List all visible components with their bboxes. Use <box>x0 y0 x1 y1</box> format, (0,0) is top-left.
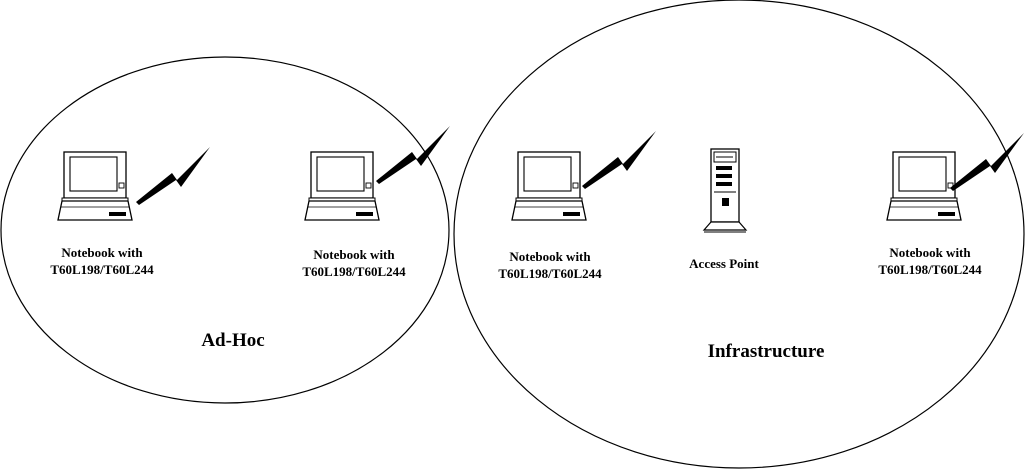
access-point-label: Access Point <box>689 256 759 271</box>
notebook-label-line2: T60L198/T60L244 <box>498 266 602 281</box>
wireless-signal-icon <box>136 147 210 205</box>
notebook-label-line2: T60L198/T60L244 <box>50 262 154 277</box>
ad-hoc-notebook-left: Notebook with T60L198/T60L244 <box>50 147 210 277</box>
ad-hoc-boundary <box>0 56 450 404</box>
notebook-label-line2: T60L198/T60L244 <box>878 262 982 277</box>
notebook-icon <box>304 151 380 221</box>
notebook-icon <box>57 151 133 221</box>
infrastructure-title: Infrastructure <box>708 341 825 362</box>
notebook-icon <box>886 151 962 221</box>
wireless-signal-icon <box>582 131 656 189</box>
notebook-label-line1: Notebook with <box>61 245 143 260</box>
wireless-signal-icon <box>376 126 450 184</box>
infrastructure-group: Notebook with T60L198/T60L244 Access Poi… <box>453 0 1025 469</box>
notebook-icon <box>511 151 587 221</box>
infrastructure-boundary <box>453 0 1025 469</box>
access-point-server-icon <box>702 148 748 233</box>
ad-hoc-notebook-right: Notebook with T60L198/T60L244 <box>302 126 450 279</box>
access-point: Access Point <box>689 148 760 271</box>
notebook-label-line1: Notebook with <box>889 245 971 260</box>
infrastructure-notebook-left: Notebook with T60L198/T60L244 <box>498 131 656 281</box>
wireless-signal-icon <box>950 133 1024 191</box>
notebook-label-line1: Notebook with <box>509 249 591 264</box>
infrastructure-notebook-right: Notebook with T60L198/T60L244 <box>878 133 1024 277</box>
ad-hoc-group: Notebook with T60L198/T60L244 Notebook w… <box>0 56 450 404</box>
notebook-label-line1: Notebook with <box>313 247 395 262</box>
ad-hoc-title: Ad-Hoc <box>201 330 264 351</box>
notebook-label-line2: T60L198/T60L244 <box>302 264 406 279</box>
